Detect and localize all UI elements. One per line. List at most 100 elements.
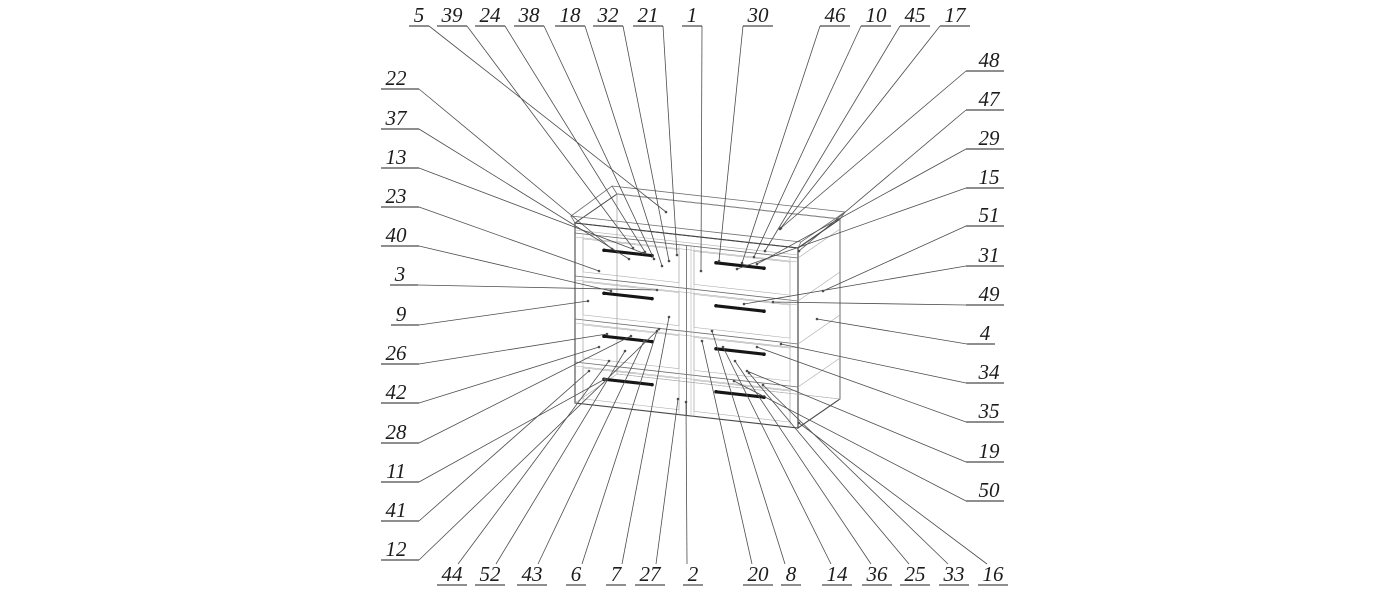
- part-label-9: 9: [396, 302, 407, 326]
- leader-line-36: [734, 360, 872, 565]
- leader-anchor-dot-36: [733, 359, 737, 363]
- leader-anchor-dot-32: [667, 259, 671, 263]
- part-label-3: 3: [394, 262, 406, 286]
- part-label-34: 34: [978, 360, 1001, 384]
- leader-line-23: [418, 206, 600, 272]
- leader-anchor-dot-26: [605, 332, 609, 336]
- leader-anchor-dot-30: [717, 259, 721, 263]
- handle-end-dot: [602, 291, 606, 296]
- leader-anchor-dot-50: [732, 379, 736, 383]
- part-label-35: 35: [978, 399, 1000, 423]
- leader-line-46: [741, 25, 821, 264]
- leader-anchor-dot-42: [597, 345, 601, 349]
- part-label-17: 17: [945, 3, 968, 27]
- leader-line-16: [798, 422, 988, 565]
- leader-line-49: [772, 301, 967, 306]
- leader-anchor-dot-7: [667, 315, 671, 319]
- leader-anchor-dot-20: [700, 339, 704, 343]
- leader-anchor-dot-2: [684, 400, 688, 404]
- leader-anchor-dot-31: [742, 302, 746, 306]
- side-rail: [797, 314, 841, 345]
- drawer-front-inset: [582, 324, 680, 369]
- leader-line-52: [495, 350, 626, 565]
- leader-anchor-dot-38: [652, 257, 656, 261]
- leader-anchor-dot-48: [779, 226, 783, 230]
- leader-line-29: [756, 148, 967, 265]
- leader-line-42: [418, 346, 600, 404]
- leader-line-31: [743, 265, 967, 305]
- leader-anchor-dot-19: [745, 369, 749, 373]
- leader-anchor-dot-37: [627, 257, 631, 261]
- dresser-wireframe-drawing: [569, 185, 847, 430]
- leader-anchor-dot-5: [664, 210, 668, 214]
- leader-line-34: [780, 343, 967, 384]
- leader-line-35: [756, 346, 967, 423]
- handle-end-dot: [650, 382, 654, 387]
- part-label-41: 41: [386, 498, 407, 522]
- leader-line-32: [622, 25, 670, 262]
- leader-lines: [417, 25, 988, 565]
- leader-line-27: [655, 398, 679, 565]
- top-panel-edge: [570, 215, 576, 224]
- leader-line-28: [418, 335, 632, 444]
- drawer-handle: [715, 261, 765, 270]
- leader-anchor-dot-16: [797, 421, 801, 425]
- part-label-2: 2: [688, 562, 699, 586]
- leader-line-1: [700, 25, 703, 272]
- leader-anchor-dot-52: [623, 349, 627, 353]
- part-label-4: 4: [980, 321, 991, 345]
- drawer-handle: [603, 248, 653, 258]
- part-label-27: 27: [640, 562, 663, 586]
- leader-anchor-dot-40: [609, 289, 613, 293]
- leader-anchor-dot-21: [675, 253, 679, 257]
- leader-line-8: [711, 330, 786, 565]
- part-label-26: 26: [386, 341, 408, 365]
- part-label-32: 32: [597, 3, 620, 27]
- leader-anchor-dot-27: [676, 397, 680, 401]
- part-label-16: 16: [983, 562, 1005, 586]
- leader-line-18: [584, 25, 663, 267]
- leader-line-11: [418, 378, 606, 483]
- leader-line-5: [428, 25, 667, 213]
- leader-line-19: [746, 370, 967, 463]
- leader-line-38: [543, 25, 655, 260]
- part-label-31: 31: [978, 243, 1000, 267]
- leader-anchor-dot-18: [660, 264, 664, 268]
- leader-anchor-dot-44: [607, 359, 611, 363]
- drawer-handle: [715, 347, 765, 356]
- handle-end-dot: [714, 261, 718, 265]
- leader-line-10: [753, 25, 862, 258]
- part-label-7: 7: [611, 562, 623, 586]
- leader-line-37: [418, 128, 630, 260]
- handle-end-dot: [762, 266, 766, 270]
- leader-line-26: [418, 333, 608, 365]
- leader-line-22: [418, 88, 613, 250]
- drawer-front-inset: [693, 251, 791, 296]
- leader-anchor-dot-11: [603, 377, 607, 381]
- leader-line-7: [621, 316, 670, 565]
- part-label-8: 8: [786, 562, 797, 586]
- part-label-30: 30: [747, 3, 770, 27]
- leader-anchor-dot-45: [763, 249, 767, 253]
- part-label-19: 19: [979, 439, 1001, 463]
- leader-anchor-dot-9: [586, 299, 590, 303]
- part-label-38: 38: [518, 3, 541, 27]
- leader-line-12: [418, 328, 660, 561]
- leader-line-40: [418, 245, 612, 292]
- leader-line-33: [762, 384, 949, 565]
- leader-line-44: [457, 360, 610, 565]
- drawer-handle: [603, 291, 653, 301]
- part-label-52: 52: [480, 562, 502, 586]
- leader-anchor-dot-49: [771, 300, 775, 304]
- leader-line-13: [418, 167, 644, 254]
- part-label-51: 51: [979, 203, 1000, 227]
- part-label-25: 25: [905, 562, 926, 586]
- part-label-47: 47: [979, 87, 1002, 111]
- drawer-front-inset: [582, 367, 680, 410]
- leader-line-2: [685, 401, 688, 565]
- part-label-6: 6: [571, 562, 582, 586]
- leader-line-48: [780, 70, 967, 229]
- side-rail: [797, 357, 841, 388]
